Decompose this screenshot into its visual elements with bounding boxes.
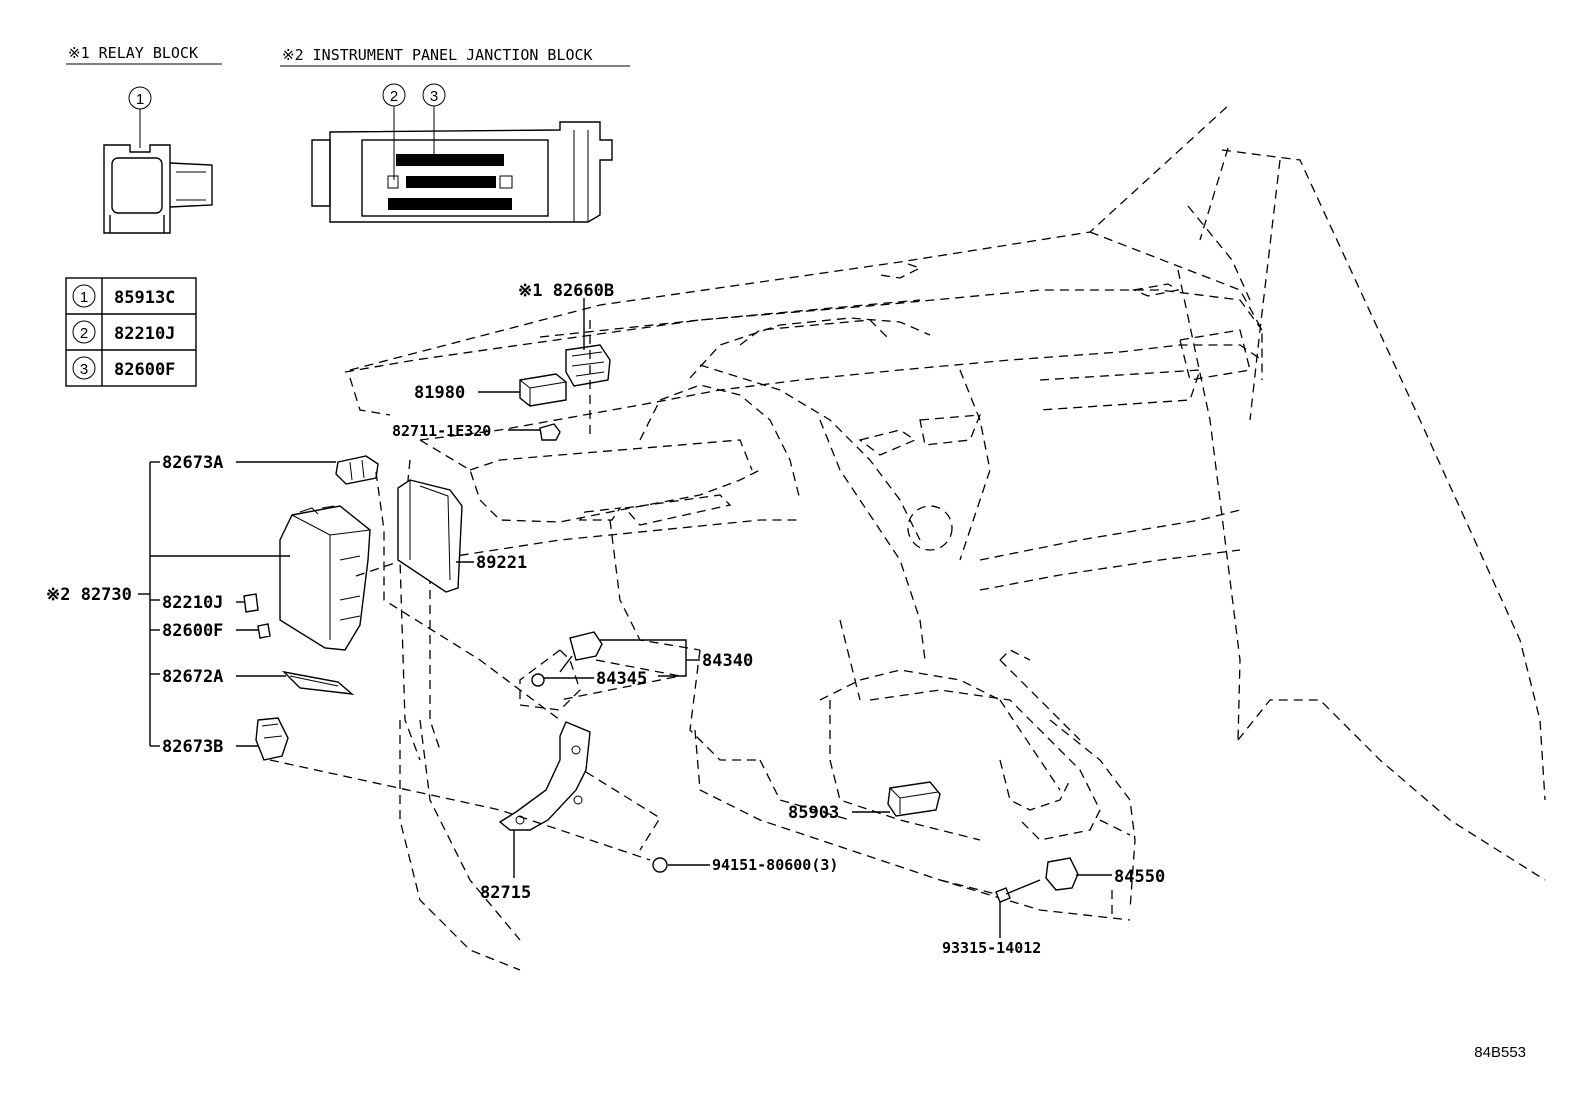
bracket-82673B-shape [255,717,289,761]
part-81980-shape [519,373,567,407]
label-82672A: 82672A [162,667,223,687]
table-num-1: 1 [80,289,88,306]
junction-block-82730-shape [279,505,371,651]
label-82660B: ※1 82660B [518,281,614,301]
leader-lines [138,298,1112,938]
label-84550: 84550 [1114,867,1165,887]
nut-84345-shape [531,673,545,687]
legend-table: 1 2 3 85913C 82210J 82600F [65,277,197,387]
callout-3: 3 [430,88,438,105]
label-85903: 85903 [788,803,839,823]
ecu-89221-shape [397,479,463,593]
fuse-rows [387,154,513,210]
cover-82672A-shape [281,670,355,695]
label-82730: ※2 82730 [46,585,132,605]
dashboard-outline [344,103,1546,971]
label-94151-80600: 94151-80600(3) [712,856,838,874]
junction-block-legend: ※2 INSTRUMENT PANEL JANCTION BLOCK 2 3 [280,46,630,223]
nut-94151-shape [652,857,668,873]
label-82600F: 82600F [162,621,223,641]
table-num-3: 3 [80,361,88,378]
label-82673B: 82673B [162,737,223,757]
junction-block-title: ※2 INSTRUMENT PANEL JANCTION BLOCK [282,46,593,64]
callout-2: 2 [390,88,398,105]
part-82600F-shape [257,623,271,639]
part-84550-shape [1045,857,1079,891]
bracket-82715-shape [498,721,591,831]
relay-block-legend: ※1 RELAY BLOCK 1 [66,44,222,234]
label-84340: 84340 [702,651,753,671]
part-82210J-shape [243,593,259,613]
part-85903-shape [887,781,941,817]
mounting-dash-lines [269,320,1113,915]
callout-1: 1 [136,91,144,108]
label-84345: 84345 [596,669,647,689]
relay-block-title: ※1 RELAY BLOCK [68,44,198,62]
table-part-82600F: 82600F [114,360,175,380]
table-part-85913C: 85913C [114,288,175,308]
label-93315-14012: 93315-14012 [942,939,1041,957]
label-89221: 89221 [476,553,527,573]
part-labels: ※1 82660B 81980 82711-1E320 82673A ※2 82… [46,281,1165,957]
label-81980: 81980 [414,383,465,403]
components [243,344,1079,903]
table-num-2: 2 [80,325,88,342]
bracket-82673A-shape [335,455,379,485]
label-82210J: 82210J [162,593,223,613]
figure-reference-code: 84B553 [1474,1044,1526,1061]
table-part-82210J: 82210J [114,324,175,344]
label-82673A: 82673A [162,453,223,473]
clip-82711-shape [539,423,561,441]
switch-84340-shape [569,631,603,661]
label-82711-1E320: 82711-1E320 [392,422,491,440]
label-82715: 82715 [480,883,531,903]
screw-93315-shape [995,887,1011,903]
